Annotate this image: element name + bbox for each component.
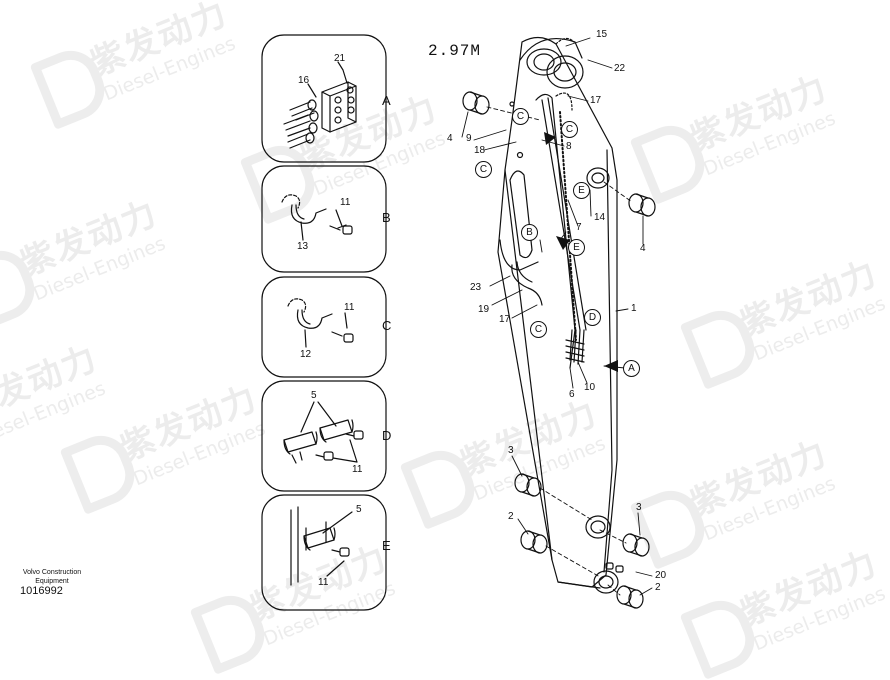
panel-c-callout: 12 [300,349,312,360]
callout-3-right: 3 [636,502,642,513]
callout-10: 10 [584,382,596,393]
callout-1: 1 [631,303,637,314]
callout-7: 7 [576,222,582,233]
part-number: 1016992 [20,585,63,597]
section-marker-c: C [475,161,492,178]
hose-bundle [511,37,587,369]
panel-b-letter: B [382,210,391,225]
diagram-title: 2.97M [428,42,482,60]
callout-2-left: 2 [508,511,514,522]
callout-20: 20 [655,570,667,581]
section-marker-c: C [530,321,547,338]
manufacturer-label: Volvo Construction Equipment [22,569,82,585]
bushing-4-left [462,91,490,115]
panel-d-letter: D [382,428,392,443]
panel-b-callout: 13 [297,241,309,252]
panel-e-callout: 11 [318,577,329,588]
callout-17: 17 [590,95,602,106]
panel-d-callout: 5 [311,390,317,401]
callout-2-right: 2 [655,582,661,593]
panel-d-callout: 11 [352,464,363,475]
panel-e-letter: E [382,538,391,553]
arm-diagram-lineart [261,34,656,611]
panel-a-callout: 16 [298,75,310,86]
panel-c-callout: 11 [344,302,355,313]
section-marker-c: C [512,108,529,125]
arm-body [497,36,619,594]
panel-a-frame [261,34,387,163]
callout-3-left: 3 [508,445,514,456]
callout-19: 19 [478,304,490,315]
bottom-bolts [509,101,624,573]
panel-e-callout: 5 [356,504,362,515]
panel-a-letter: A [382,93,391,108]
callout-15: 15 [596,29,608,40]
panel-c-letter: C [382,318,392,333]
panel-d-frame [261,380,387,492]
callout-14: 14 [594,212,606,223]
section-marker-a: A [623,360,640,377]
section-marker-c: C [561,121,578,138]
callout-6: 6 [569,389,575,400]
bushing-2-left [520,530,548,554]
section-marker-b: B [521,224,538,241]
callout-17-lower: 17 [499,314,511,325]
bushing-3-right [622,533,650,557]
callout-4-right: 4 [640,243,646,254]
panel-c-parts [287,298,354,348]
panel-d-parts [283,401,364,464]
panel-b-callout: 11 [340,197,351,208]
panel-b-frame [261,165,387,273]
callout-22: 22 [614,63,626,74]
callout-8: 8 [566,141,572,152]
arrow-heads [544,132,618,372]
panel-a-parts [283,61,357,149]
panel-a-callout: 21 [334,53,346,64]
section-marker-e: E [573,182,590,199]
panel-e-parts [290,506,353,586]
section-marker-e: E [568,239,585,256]
panel-c-frame [261,276,387,378]
bushing-4-right [628,193,656,217]
bushing-3-left [514,473,542,497]
callout-18: 18 [474,145,486,156]
callout-23: 23 [470,282,482,293]
leader-lines [461,37,653,596]
callout-4: 4 [447,133,453,144]
panel-e-frame [261,494,387,611]
panel-b-parts [281,194,353,241]
callout-9: 9 [466,133,472,144]
axis-lines [486,106,633,596]
section-marker-d: D [584,309,601,326]
bushing-2-right [616,585,644,609]
